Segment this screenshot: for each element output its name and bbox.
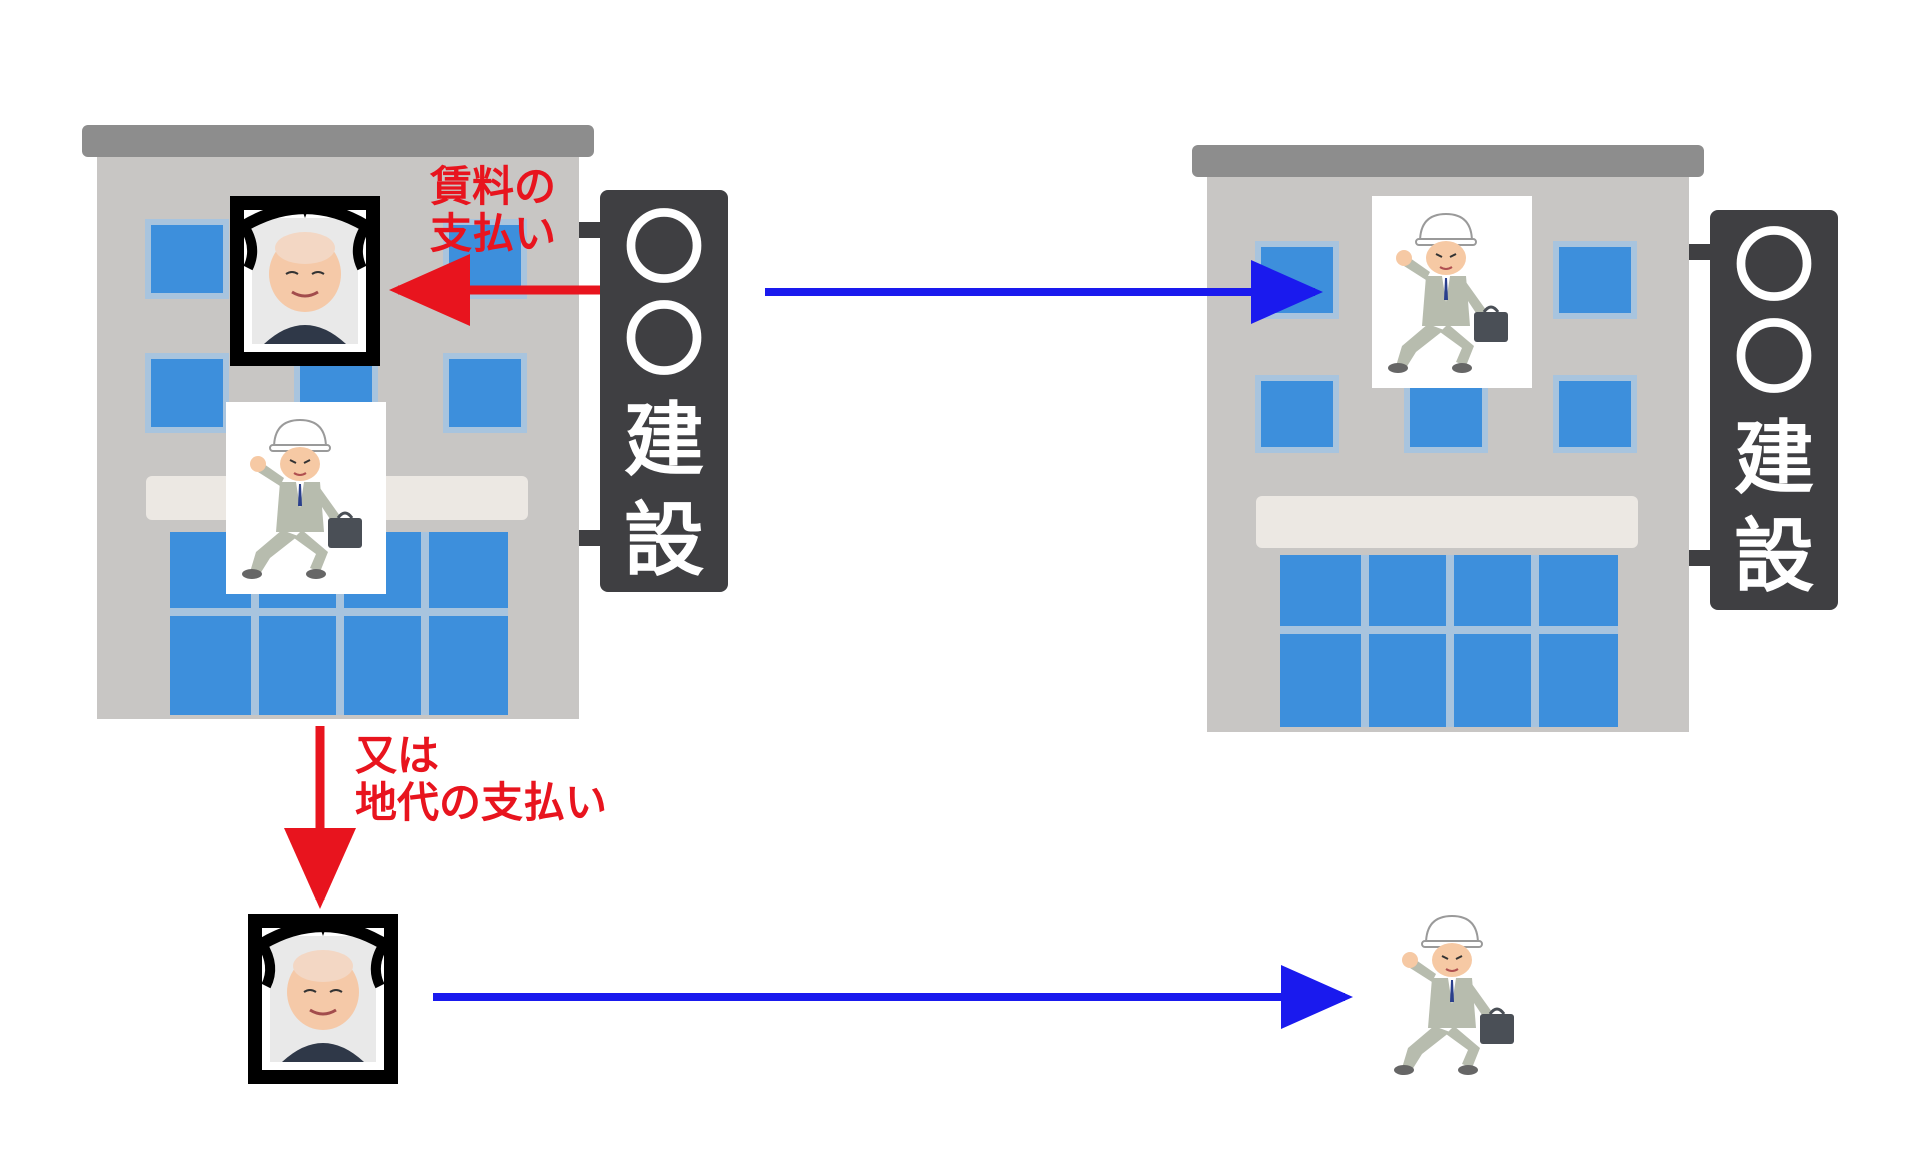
land-payment-label-line2: 地代の支払い	[355, 778, 608, 828]
sign-char-2: 〇	[624, 294, 704, 387]
building-roof	[82, 125, 594, 157]
sign-char-1: 〇	[1734, 220, 1814, 313]
construction-worker-icon-tenant	[226, 402, 386, 594]
sign-char-4: 設	[1734, 510, 1814, 603]
rent-payment-label-line1: 賃料の	[430, 162, 557, 211]
rent-payment-label: 賃料の 支払い	[430, 163, 556, 257]
office-building-icon-right: 〇 〇 建 設	[1192, 145, 1838, 732]
sign-char-2: 〇	[1734, 312, 1814, 405]
window-row-2	[1255, 375, 1637, 453]
deceased-landlord-portrait-icon-land	[248, 914, 398, 1084]
office-building-icon-left: 〇 〇 建 設	[82, 125, 728, 719]
land-payment-label-line1: 又は	[355, 731, 440, 780]
sign-char-4: 設	[624, 494, 704, 587]
rent-payment-label-line2: 支払い	[430, 209, 557, 259]
company-sign	[600, 190, 728, 592]
building-roof	[1192, 145, 1704, 177]
sign-char-3: 建	[624, 394, 704, 487]
sign-char-1: 〇	[624, 202, 704, 295]
construction-worker-icon-heir-building	[1372, 196, 1532, 388]
construction-worker-icon-land	[1392, 914, 1516, 1077]
sign-char-3: 建	[1734, 412, 1814, 505]
land-payment-label: 又は 地代の支払い	[355, 732, 607, 826]
company-sign	[1710, 210, 1838, 610]
building-awning	[1256, 496, 1638, 548]
entrance-glass	[1280, 555, 1618, 727]
deceased-landlord-portrait-icon-building	[230, 196, 380, 366]
